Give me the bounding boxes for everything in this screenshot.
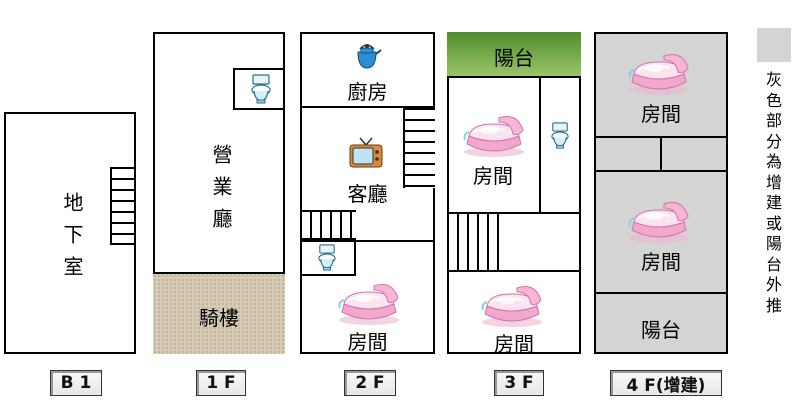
balcony-label: 陽台 [641, 318, 681, 342]
balcony-label: 陽台 [494, 46, 534, 70]
toilet-icon [249, 74, 273, 104]
stairs-icon [300, 210, 356, 240]
bed-icon [624, 46, 694, 96]
caption-b1: B 1 [50, 370, 102, 396]
bedroom-3f-top: 房間 [447, 76, 541, 214]
bedroom-label: 房間 [347, 330, 388, 354]
floor-3f-plan: 陽台 房間 房間 [447, 32, 581, 356]
bed-icon [624, 194, 694, 244]
stair-landing [503, 212, 581, 272]
bedroom-label: 房間 [473, 164, 513, 188]
bedroom-4f-middle: 房間 [594, 170, 728, 294]
caption-4f: 4 F(增建) [610, 370, 722, 396]
bedroom-label: 房間 [641, 102, 681, 126]
stairs-icon [403, 108, 435, 188]
restroom [233, 68, 283, 110]
toilet-icon [316, 244, 338, 271]
corridor [594, 136, 662, 172]
floor-4f-plan: 房間 房間 陽台 [594, 32, 728, 354]
restroom [300, 240, 356, 276]
floor-2f-plan: 廚房 客廳 房間 [300, 32, 435, 354]
corridor [660, 136, 728, 172]
stairs-icon [110, 167, 134, 245]
basement-label: 地下室 [60, 192, 84, 288]
legend-text: 灰色部分為增建或陽台外推 [765, 70, 782, 315]
balcony-3f: 陽台 [447, 32, 581, 78]
kettle-icon [357, 44, 382, 69]
floor-b1-plan: 地下室 [4, 112, 136, 354]
business-hall-label: 營業廳 [209, 144, 233, 240]
restroom [539, 76, 581, 214]
floor-1f-plan: 營業廳 騎樓 [153, 32, 285, 354]
bedroom-4f-top: 房間 [594, 32, 728, 138]
bed-icon [477, 278, 547, 328]
arcade-label: 騎樓 [199, 306, 239, 330]
tv-icon [349, 137, 383, 168]
kitchen-label: 廚房 [347, 80, 388, 104]
caption-1f: 1 F [196, 370, 246, 396]
stairs-icon [447, 212, 503, 272]
bedroom-label: 房間 [641, 250, 681, 274]
caption-3f: 3 F [494, 370, 544, 396]
living-room-label: 客廳 [347, 182, 388, 206]
bedroom-label: 房間 [494, 332, 534, 356]
bed-icon [334, 276, 404, 326]
caption-2f: 2 F [344, 370, 396, 396]
arcade: 騎樓 [153, 272, 285, 354]
bedroom-3f-bottom: 房間 [447, 270, 581, 356]
bedroom-2f: 房間 [300, 240, 435, 354]
legend-swatch [757, 28, 791, 62]
kitchen: 廚房 [300, 32, 435, 108]
toilet-icon [549, 122, 571, 149]
bed-icon [459, 108, 529, 158]
